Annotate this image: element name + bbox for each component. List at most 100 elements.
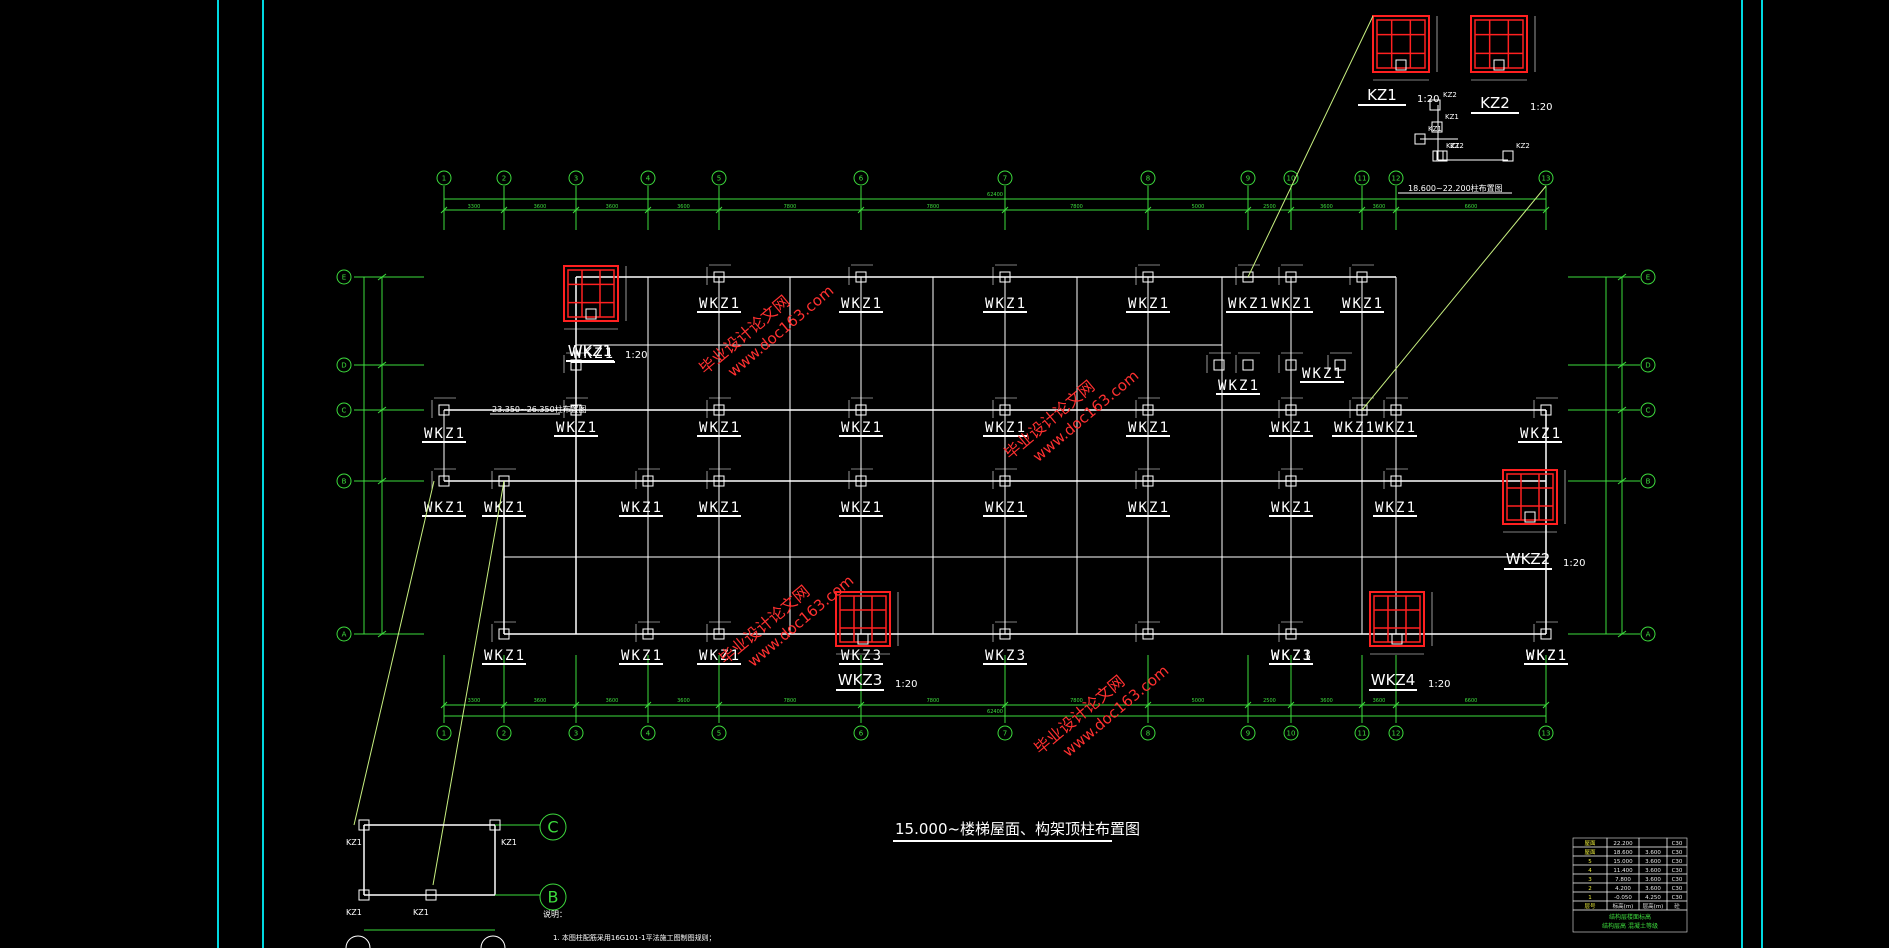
axis-bubble-top-7-circle xyxy=(997,170,1013,186)
column-mark-23 xyxy=(713,475,725,487)
axis-bubble-bottom-4-circle xyxy=(640,725,656,741)
axis-bubble-top-6-circle xyxy=(853,170,869,186)
table-footer-box xyxy=(1572,909,1688,933)
column-mark-1 xyxy=(855,271,867,283)
dim-text-bottom-1: 3600 xyxy=(534,698,547,704)
section-outline xyxy=(1470,15,1528,73)
dim-text-top-8: 2500 xyxy=(1263,204,1276,210)
axis-bubble-left-B-circle xyxy=(336,473,352,489)
leader-line-2 xyxy=(353,480,435,826)
axis-bubble-bottom-12-label: 12 xyxy=(1392,729,1401,737)
table-text-5-1: 4.200 xyxy=(1615,886,1631,892)
section-stirrup xyxy=(1376,19,1426,69)
dim-left-tick-D xyxy=(377,361,387,369)
axis-bubble-bottom-11-label: 11 xyxy=(1358,729,1367,737)
dim-tick-bottom-4 xyxy=(715,701,723,709)
column-mark-5 xyxy=(1285,271,1297,283)
axis-bubble-bottom-4-label: 4 xyxy=(646,729,651,737)
axis-bubble-top-3: 3 xyxy=(568,170,584,186)
section-stirrup xyxy=(1373,595,1421,643)
column-mark-9 xyxy=(1285,359,1297,371)
table-text-2-2: 3.600 xyxy=(1645,859,1661,865)
inset-bottom-bubble-B: B xyxy=(539,883,567,911)
section-label: KZ2 xyxy=(1480,94,1510,112)
dim-tick-bottom-5 xyxy=(857,701,865,709)
table-text-6-0: 1 xyxy=(1588,895,1592,901)
axis-bubble-right-C: C xyxy=(1640,402,1656,418)
table-text-3-3: C30 xyxy=(1672,868,1683,874)
section-stirrup xyxy=(1474,19,1524,69)
column-label-text-17: WKZ1 xyxy=(1520,426,1560,442)
inset-top-caption: 18.600~22.200柱布置图 xyxy=(1408,183,1503,193)
dim-text-bottom-10: 3600 xyxy=(1373,698,1386,704)
section-outline xyxy=(1369,591,1425,647)
axis-bubble-bottom-3-label: 3 xyxy=(574,729,578,737)
section-column-mark xyxy=(585,308,597,320)
axis-bubble-top-1: 1 xyxy=(436,170,452,186)
section-column-mark xyxy=(1391,633,1403,645)
column-label-7: WKZ1 xyxy=(1216,378,1260,395)
column-mark-8 xyxy=(1242,359,1254,371)
axis-bubble-top-10-label: 10 xyxy=(1287,174,1296,182)
dimension-layer: 3300330036003600360036003600360078007800… xyxy=(363,192,1627,717)
axis-bubble-left-B: B xyxy=(336,473,352,489)
dim-right-tick-D xyxy=(1617,361,1627,369)
axis-bubble-top-2-circle xyxy=(496,170,512,186)
dim-tick-bottom-12 xyxy=(1542,701,1550,709)
column-mark-21 xyxy=(498,475,510,487)
axis-bubble-top-12-circle xyxy=(1388,170,1404,186)
axis-bubble-left-D-label: D xyxy=(341,361,346,369)
dim-text-top-7: 5000 xyxy=(1192,204,1205,210)
dim-tick-top-2 xyxy=(572,206,580,214)
inset-bottom-tag-2: KZ1 xyxy=(346,908,362,917)
column-mark-15 xyxy=(1142,404,1154,416)
dim-text-bottom-0: 3300 xyxy=(468,698,481,704)
axis-bubble-bottom-10-circle xyxy=(1283,725,1299,741)
dim-text-bottom-5: 7800 xyxy=(927,698,940,704)
column-mark-20 xyxy=(438,475,450,487)
drawing-title: 15.000~楼梯屋面、构架顶柱布置图 xyxy=(895,820,1140,838)
column-mark-18 xyxy=(1390,404,1402,416)
axis-bubble-bottom-3-circle xyxy=(568,725,584,741)
section-column-mark xyxy=(1524,511,1536,523)
axis-bubble-bottom-8-circle xyxy=(1140,725,1156,741)
column-mark-28 xyxy=(1390,475,1402,487)
axis-bubble-top-9-circle xyxy=(1240,170,1256,186)
axis-bubble-right-A-circle xyxy=(1640,626,1656,642)
column-label-text-15: WKZ1 xyxy=(1334,420,1374,436)
axis-bubble-bottom-5-circle xyxy=(711,725,727,741)
axis-bubble-top-5-label: 5 xyxy=(717,174,721,182)
dim-tick-top-5 xyxy=(857,206,865,214)
inset-top-tag-4: KZ2 xyxy=(1450,142,1464,150)
dim-text-top-total: 62400 xyxy=(987,192,1003,198)
column-label-25: WKZ1 xyxy=(1373,500,1417,517)
dim-tick-top-3 xyxy=(644,206,652,214)
axis-bubble-left-C-circle xyxy=(336,402,352,418)
column-mark-33 xyxy=(1142,628,1154,640)
table-text-6-1: -0.050 xyxy=(1614,895,1632,901)
axis-bubble-top-6: 6 xyxy=(853,170,869,186)
axis-bubble-top-4-circle xyxy=(640,170,656,186)
axis-bubble-top-10-circle xyxy=(1283,170,1299,186)
dim-left-tick-A xyxy=(377,630,387,638)
column-mark-22 xyxy=(642,475,654,487)
column-mark-35 xyxy=(1540,628,1552,640)
table-text-5-2: 3.600 xyxy=(1645,886,1661,892)
axis-bubble-bottom-10: 10 xyxy=(1283,725,1299,741)
dim-text-top-2: 3600 xyxy=(606,204,619,210)
dim-text-top-11: 6600 xyxy=(1465,204,1478,210)
axis-bubble-top-2: 2 xyxy=(496,170,512,186)
column-label-17: WKZ1 xyxy=(1518,426,1562,443)
table-text-1-1: 18.600 xyxy=(1613,850,1633,856)
axis-bubble-bottom-7-circle xyxy=(997,725,1013,741)
dim-tick-top-4 xyxy=(715,206,723,214)
axis-bubble-bottom-10-label: 10 xyxy=(1287,729,1296,737)
column-mark-24 xyxy=(855,475,867,487)
axis-bubble-bottom-7-label: 7 xyxy=(1003,729,1007,737)
